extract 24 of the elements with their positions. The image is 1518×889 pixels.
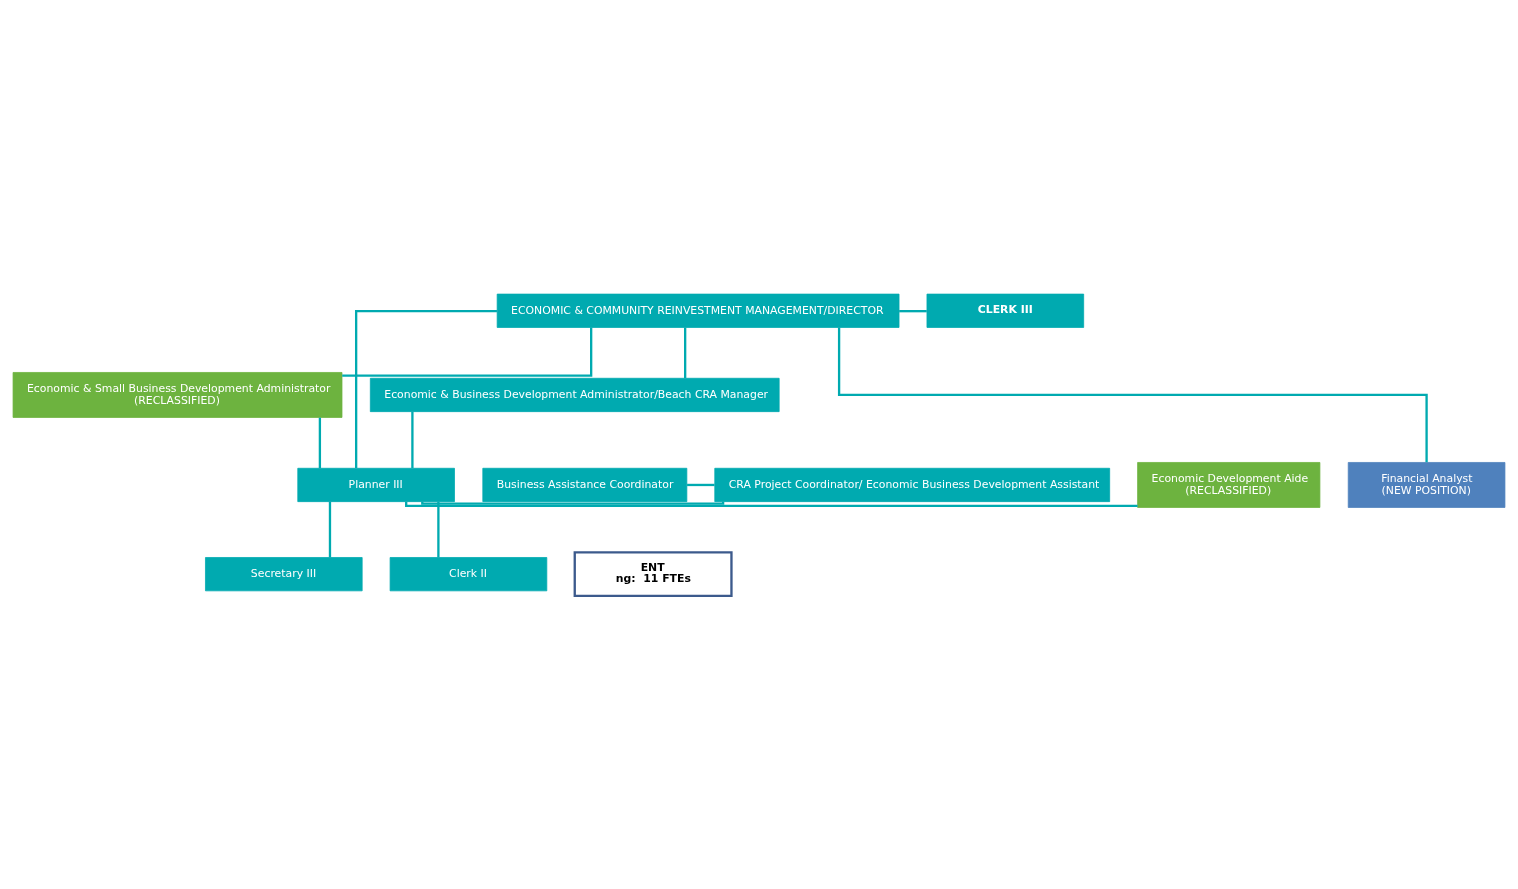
node-box: Financial Analyst (NEW POSITION): [1347, 461, 1506, 508]
node-box: Planner III: [297, 467, 455, 502]
connector: [328, 501, 332, 557]
node-box: Clerk II: [389, 556, 548, 591]
connector: [837, 327, 1428, 462]
node-box: ENT ng: 11 FTEs: [573, 550, 733, 597]
connector: [899, 309, 927, 312]
node-box: Economic Development Aide (RECLASSIFIED): [1137, 461, 1321, 508]
node-box: CLERK III: [926, 293, 1085, 328]
node-box: Business Assistance Coordinator: [482, 467, 688, 502]
connector: [405, 500, 1138, 507]
node-box: Economic & Small Business Development Administrator (RECLASSIFIED): [12, 371, 343, 418]
connector: [355, 309, 497, 468]
node-box: CRA Project Coordinator/ Economic Business Development Assistant: [714, 467, 1111, 502]
connector: [342, 326, 593, 377]
node-box: ECONOMIC & COMMUNITY REINVESTMENT MANAGEMENT/DIRECTOR: [496, 293, 900, 328]
connector: [318, 417, 322, 468]
connector: [421, 500, 725, 505]
connector: [687, 483, 715, 486]
connector: [684, 327, 687, 378]
node-box: Secretary III: [205, 556, 363, 591]
node-box: Economic & Business Development Administrator/Beach CRA Manager: [369, 377, 780, 412]
connector: [437, 501, 440, 557]
connector: [411, 411, 414, 468]
